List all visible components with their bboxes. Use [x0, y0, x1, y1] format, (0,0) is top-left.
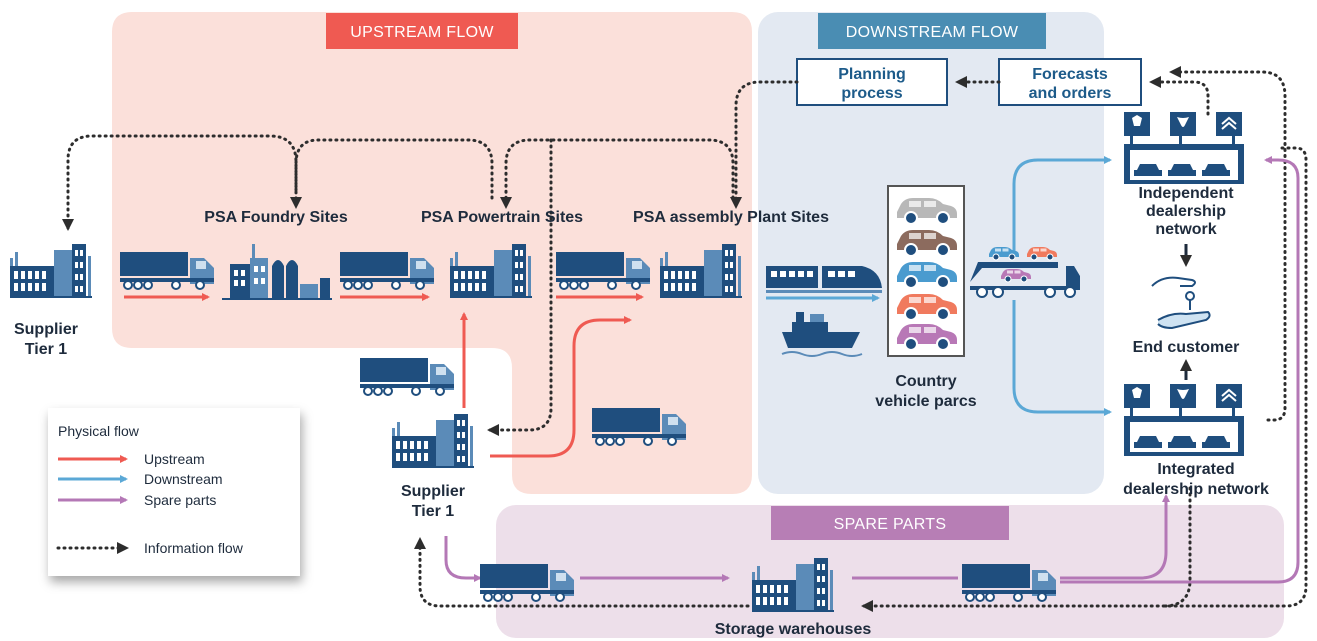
supplier-left-label-2: Tier 1: [25, 341, 68, 358]
forecasts-orders-box: [998, 58, 1142, 106]
handshake-key-icon: [1151, 276, 1211, 330]
legend-spare-label: Spare parts: [144, 492, 216, 508]
downstream-arrow-integrated: [1012, 300, 1112, 416]
spare-parts-title: SPARE PARTS: [834, 516, 947, 533]
legend-graphic: Physical flow Upstream Downstream Spare …: [56, 423, 244, 556]
independent-label-1: Independent: [1138, 185, 1234, 202]
independent-label-2: dealership: [1146, 203, 1226, 220]
dealership-icon: [1123, 111, 1245, 185]
foundry-label: PSA Foundry Sites: [204, 209, 348, 226]
info-arrow-foundry-supplier: [62, 134, 298, 231]
planning-line-2: process: [841, 85, 902, 102]
supplier-mid-label-2: Tier 1: [412, 503, 455, 520]
info-arrow-storage-supplier: [414, 537, 750, 608]
forecasts-line-2: and orders: [1029, 85, 1112, 102]
downstream-header: [818, 13, 1046, 49]
parcs-label-2: vehicle parcs: [875, 393, 977, 410]
integrated-label-2: dealership network: [1123, 481, 1269, 498]
integrated-label-1: Integrated: [1157, 461, 1234, 478]
spare-arrow-to-integrated: [1060, 494, 1170, 580]
info-arrow-integrated-independent: [1169, 66, 1287, 422]
end-customer-label: End customer: [1133, 339, 1240, 356]
legend-upstream-label: Upstream: [144, 451, 205, 467]
downstream-arrow-independent: [1012, 156, 1112, 252]
parcs-label-1: Country: [895, 373, 956, 390]
info-arrow-dealer-forecasts: [1149, 76, 1210, 116]
ship-icon: [781, 312, 863, 357]
legend-info-label: Information flow: [144, 540, 244, 556]
downstream-title: DOWNSTREAM FLOW: [846, 24, 1019, 41]
upstream-header: [326, 13, 518, 49]
info-arrow-planning-assembly: [730, 80, 799, 209]
legend-downstream-label: Downstream: [144, 471, 223, 487]
assembly-label: PSA assembly Plant Sites: [633, 209, 829, 226]
dealership-icon: [1123, 383, 1245, 457]
upstream-arrow-supplier-assembly: [490, 316, 632, 458]
upstream-section: [112, 12, 752, 494]
spare-parts-header: [771, 506, 1009, 540]
forecasts-line-1: Forecasts: [1032, 66, 1108, 83]
info-arrow-integrated-storage: [1162, 486, 1192, 608]
factory-icon: [10, 244, 92, 298]
info-arrow-dealers-storage: [861, 146, 1308, 612]
upstream-title: UPSTREAM FLOW: [350, 24, 494, 41]
legend: Physical flow Upstream Downstream Spare …: [48, 408, 300, 576]
independent-label-3: network: [1155, 221, 1216, 238]
factory-icon: [392, 414, 474, 468]
supplier-left-label-1: Supplier: [14, 321, 78, 338]
planning-line-1: Planning: [838, 66, 906, 83]
supplier-mid-label-1: Supplier: [401, 483, 465, 500]
spare-arrow-to-independent: [1060, 156, 1300, 584]
car-carrier-icon: [970, 246, 1080, 298]
info-arrow-assembly-powertrain: [500, 138, 735, 209]
spare-arrow-supplier-storage: [444, 536, 482, 582]
storage-label: Storage warehouses: [715, 621, 872, 638]
info-arrow-powertrain-foundry: [290, 138, 494, 209]
train-icon: [766, 266, 882, 293]
legend-title: Physical flow: [58, 423, 140, 439]
powertrain-label: PSA Powertrain Sites: [421, 209, 583, 226]
truck-icon: [359, 357, 455, 396]
